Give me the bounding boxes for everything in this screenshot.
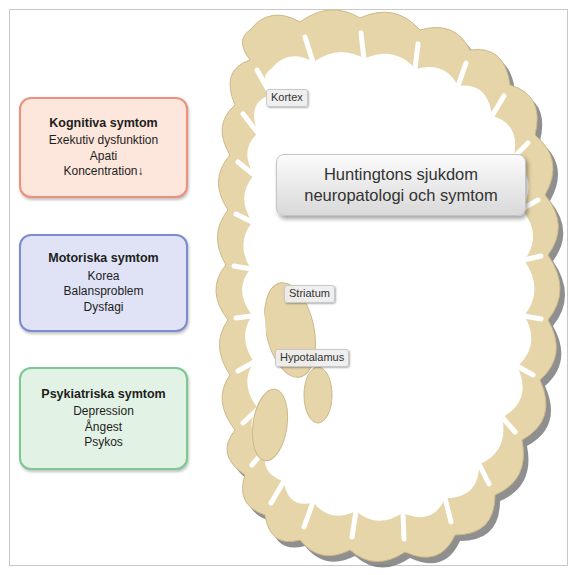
box-text: Ångest [85, 420, 122, 436]
symptom-box: Psykiatriska symtomDepressionÅngestPsyko… [19, 367, 188, 470]
deep-nuclei [248, 278, 332, 463]
box-text: Hypotalamus [280, 351, 344, 365]
symptom-box: Kognitiva symtomExekutiv dysfunktionApat… [19, 97, 188, 198]
region-label: Striatum [284, 285, 335, 303]
box-heading: Psykiatriska symtom [41, 386, 165, 402]
symptom-box: Motoriska symtomKoreaBalansproblemDysfag… [19, 234, 188, 332]
sulci [234, 33, 541, 539]
box-text: Apati [90, 149, 117, 165]
box-heading: Motoriska symtom [48, 250, 158, 266]
box-text: Dysfagi [83, 300, 123, 316]
cortex-ribbon [216, 10, 560, 562]
box-text: Psykos [84, 435, 123, 451]
box-text: Depression [73, 404, 134, 420]
title-box: Huntingtons sjukdom neuropatologi och sy… [276, 154, 526, 216]
box-heading: Kognitiva symtom [49, 115, 157, 131]
region-label: Kortex [266, 89, 308, 107]
box-text: Koncentration↓ [63, 164, 143, 180]
region-label: Hypotalamus [275, 349, 349, 367]
frame [10, 10, 568, 566]
ventricle [257, 300, 266, 370]
box-text: Balansproblem [63, 284, 143, 300]
box-text: Korea [87, 269, 119, 285]
box-text: Kortex [271, 91, 303, 105]
box-text: Huntingtons sjukdom neuropatologi och sy… [289, 164, 513, 207]
white-matter [242, 52, 534, 521]
box-text: Striatum [289, 287, 330, 301]
box-text: Exekutiv dysfunktion [49, 133, 158, 149]
